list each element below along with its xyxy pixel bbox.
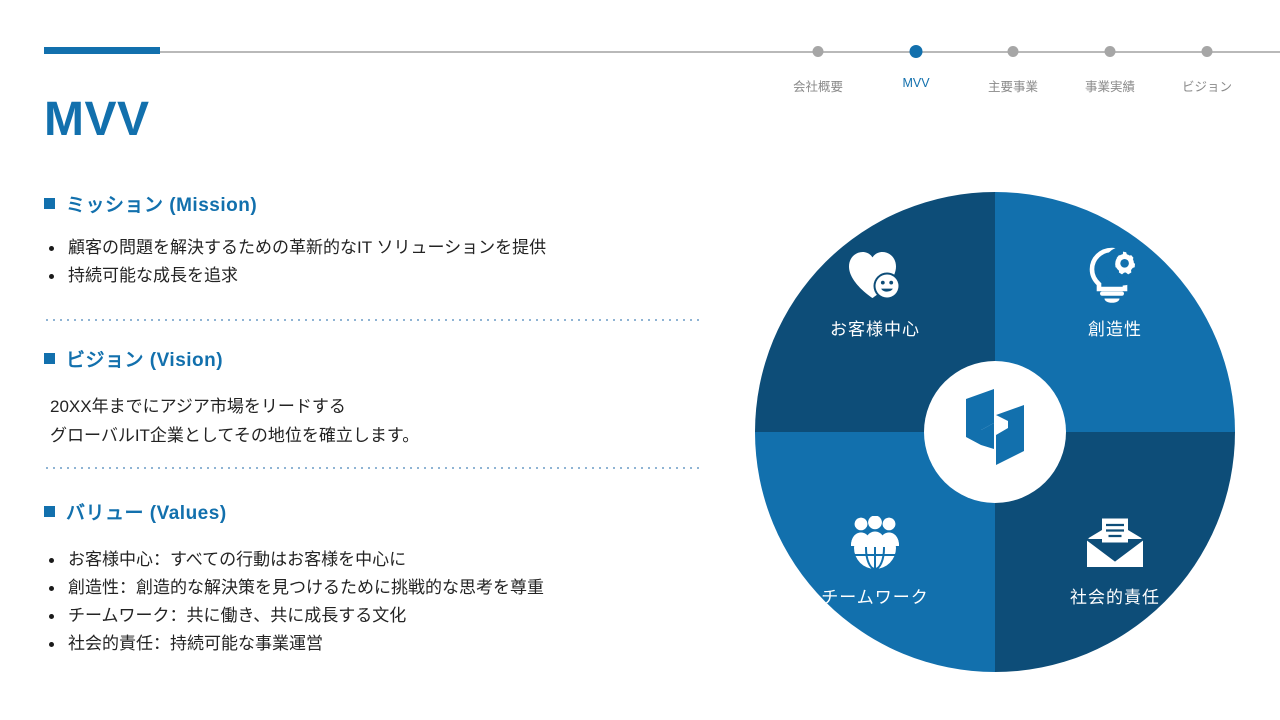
values-heading: バリュー (Values)	[44, 498, 704, 525]
section-values: バリュー (Values) お客様中心：すべての行動はお客様を中心に 創造性：創…	[44, 498, 704, 658]
quadrant-label: お客様中心	[830, 320, 920, 339]
page-title: MVV	[44, 93, 150, 146]
nav-track-line	[160, 51, 1280, 53]
section-mission: ミッション (Mission) 顧客の問題を解決するための革新的なIT ソリュー…	[44, 190, 704, 290]
vision-line-1: 20XX年までにアジア市場をリードする	[50, 397, 346, 416]
square-marker-icon	[44, 198, 55, 209]
value-wheel-diagram: お客様中心 創造性	[755, 192, 1235, 672]
list-item: チームワーク：共に働き、共に成長する文化	[44, 602, 704, 630]
mission-heading-label: ミッション (Mission)	[66, 195, 258, 216]
lightbulb-gear-icon	[995, 244, 1235, 306]
vision-line-2: グローバルIT企業としてその地位を確立します。	[50, 426, 420, 445]
nav-dot-vision[interactable]	[1201, 46, 1213, 57]
vision-body: 20XX年までにアジア市場をリードする グローバルIT企業としてその地位を確立し…	[44, 392, 704, 450]
vision-heading-label: ビジョン (Vision)	[66, 350, 224, 371]
values-heading-label: バリュー (Values)	[66, 503, 227, 524]
nav-dot-company-overview[interactable]	[812, 46, 824, 57]
nav-dot-main-business[interactable]	[1007, 46, 1019, 57]
nav-dot-business-results[interactable]	[1104, 46, 1116, 57]
nav-dot-mvv[interactable]	[909, 45, 923, 58]
list-item: 社会的責任：持続可能な事業運営	[44, 630, 704, 658]
list-item: 持続可能な成長を追求	[44, 262, 704, 290]
mission-bullet-list: 顧客の問題を解決するための革新的なIT ソリューションを提供 持続可能な成長を追…	[44, 234, 704, 290]
quadrant-label: 社会的責任	[1070, 588, 1160, 607]
globe-people-icon	[755, 512, 995, 574]
square-marker-icon	[44, 506, 55, 517]
nav-label-business-results[interactable]: 事業実績	[1084, 80, 1136, 94]
company-logo-icon	[958, 387, 1032, 478]
quadrant-label: チームワーク	[821, 588, 929, 607]
quadrant-content: お客様中心	[755, 244, 995, 340]
wheel-center-hub	[924, 361, 1066, 503]
quadrant-content: 創造性	[995, 244, 1235, 340]
list-item: 顧客の問題を解決するための革新的なIT ソリューションを提供	[44, 234, 704, 262]
mission-heading: ミッション (Mission)	[44, 190, 704, 217]
quadrant-content: チームワーク	[755, 512, 995, 608]
open-envelope-icon	[995, 512, 1235, 574]
nav-label-company-overview[interactable]: 会社概要	[792, 80, 844, 94]
values-bullet-list: お客様中心：すべての行動はお客様を中心に 創造性：創造的な解決策を見つけるために…	[44, 546, 704, 658]
square-marker-icon	[44, 353, 55, 364]
quadrant-label: 創造性	[1088, 320, 1142, 339]
nav-label-vision[interactable]: ビジョン	[1181, 80, 1233, 94]
list-item: お客様中心：すべての行動はお客様を中心に	[44, 546, 704, 574]
nav-accent-bar	[44, 47, 160, 54]
nav-label-main-business[interactable]: 主要事業	[987, 80, 1039, 94]
divider-vision-values	[46, 467, 701, 469]
nav-label-mvv[interactable]: MVV	[902, 76, 930, 90]
heart-smiley-icon	[755, 244, 995, 306]
divider-mission-vision	[46, 319, 701, 321]
list-item: 創造性：創造的な解決策を見つけるために挑戦的な思考を尊重	[44, 574, 704, 602]
vision-heading: ビジョン (Vision)	[44, 345, 704, 372]
section-vision: ビジョン (Vision) 20XX年までにアジア市場をリードする グローバルI…	[44, 345, 704, 450]
quadrant-content: 社会的責任	[995, 512, 1235, 608]
progress-nav: 会社概要 MVV 主要事業 事業実績 ビジョン	[0, 0, 1280, 110]
